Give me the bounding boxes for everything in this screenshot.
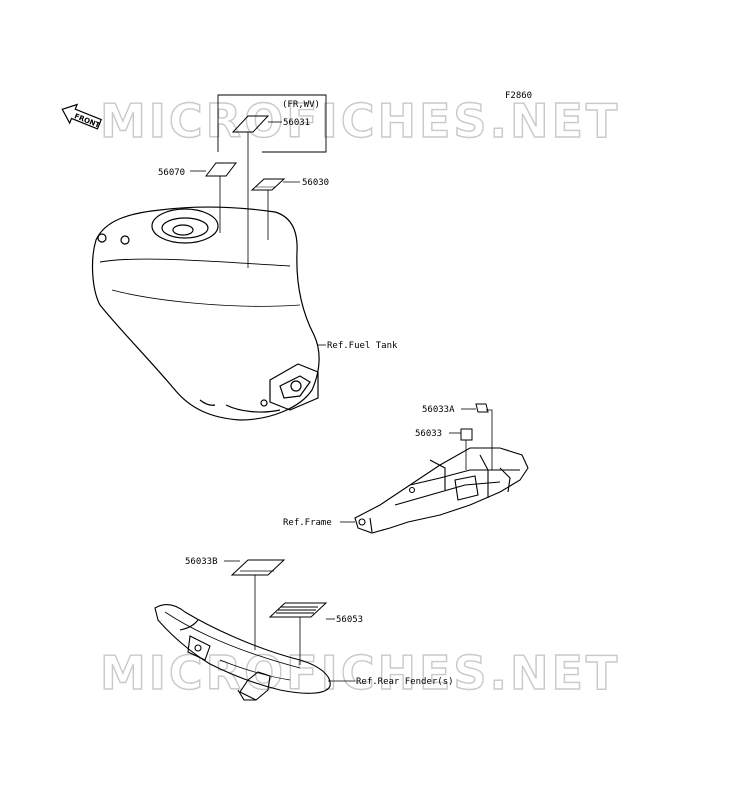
callout-56033: 56033 (415, 429, 442, 439)
label-56033: 56033 (415, 428, 473, 470)
watermark-bottom: MICROFICHES.NET (100, 646, 620, 700)
label-56033a: 56033A (422, 403, 493, 470)
front-arrow-icon: FRONT (61, 103, 102, 130)
callout-56053: 56053 (336, 615, 363, 625)
label-56031: (FR,WV) 56031 (217, 94, 327, 268)
rear-fender (154, 603, 331, 701)
callout-56031: 56031 (283, 118, 310, 128)
diagram-code: F2860 (505, 91, 532, 101)
label-56053: 56053 (268, 602, 363, 665)
callout-56030: 56030 (302, 178, 329, 188)
callout-56031-note: (FR,WV) (282, 100, 320, 110)
callout-56033b: 56033B (185, 557, 218, 567)
ref-rear-fender: Ref.Rear Fender(s) (356, 677, 454, 687)
label-56070: 56070 (158, 162, 238, 233)
label-56033b: 56033B (185, 557, 286, 650)
fuel-tank (91, 206, 320, 421)
label-56030: 56030 (250, 178, 329, 240)
callout-56033a: 56033A (422, 405, 455, 415)
callout-56070: 56070 (158, 168, 185, 178)
rear-frame (354, 447, 529, 534)
ref-fuel-tank: Ref.Fuel Tank (327, 341, 398, 351)
ref-frame: Ref.Frame (283, 518, 332, 528)
watermark-top: MICROFICHES.NET (100, 94, 620, 148)
